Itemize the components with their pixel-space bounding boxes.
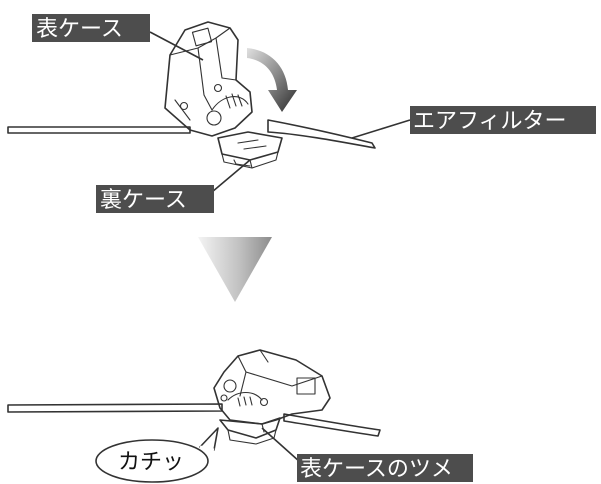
callout-front-case-claw-text: 表ケースのツメ [300,457,453,482]
down-triangle-icon [198,237,272,302]
callout-front-case-claw-bg [297,454,473,482]
top-step-illustration: 表ケース エアフィルター 裏ケース [7,14,596,213]
callout-front-case-text: 表ケース [36,17,123,42]
callout-front-case: 表ケース [32,14,204,61]
callout-back-case: 裏ケース [96,159,251,213]
rotate-arrow-icon [247,48,297,112]
callout-air-filter: エアフィルター [351,106,596,139]
callout-front-case-bg [32,14,150,42]
callout-air-filter-bg [410,106,596,134]
front-case-top [164,21,253,137]
callout-back-case-bg [96,185,214,213]
click-speech-bubble: カチッ [95,427,219,483]
click-sound-text: カチッ [118,450,184,475]
callout-front-case-claw: 表ケースのツメ [261,427,473,482]
callout-air-filter-text: エアフィルター [413,109,567,134]
callout-back-case-text: 裏ケース [100,188,187,213]
back-case-top [217,131,283,169]
bottom-step-illustration: カチッ 表ケースのツメ [7,349,473,483]
assembled-case [213,349,331,445]
air-filter-sheet-bottom [7,403,381,437]
air-filter-sheet-top [7,119,376,149]
